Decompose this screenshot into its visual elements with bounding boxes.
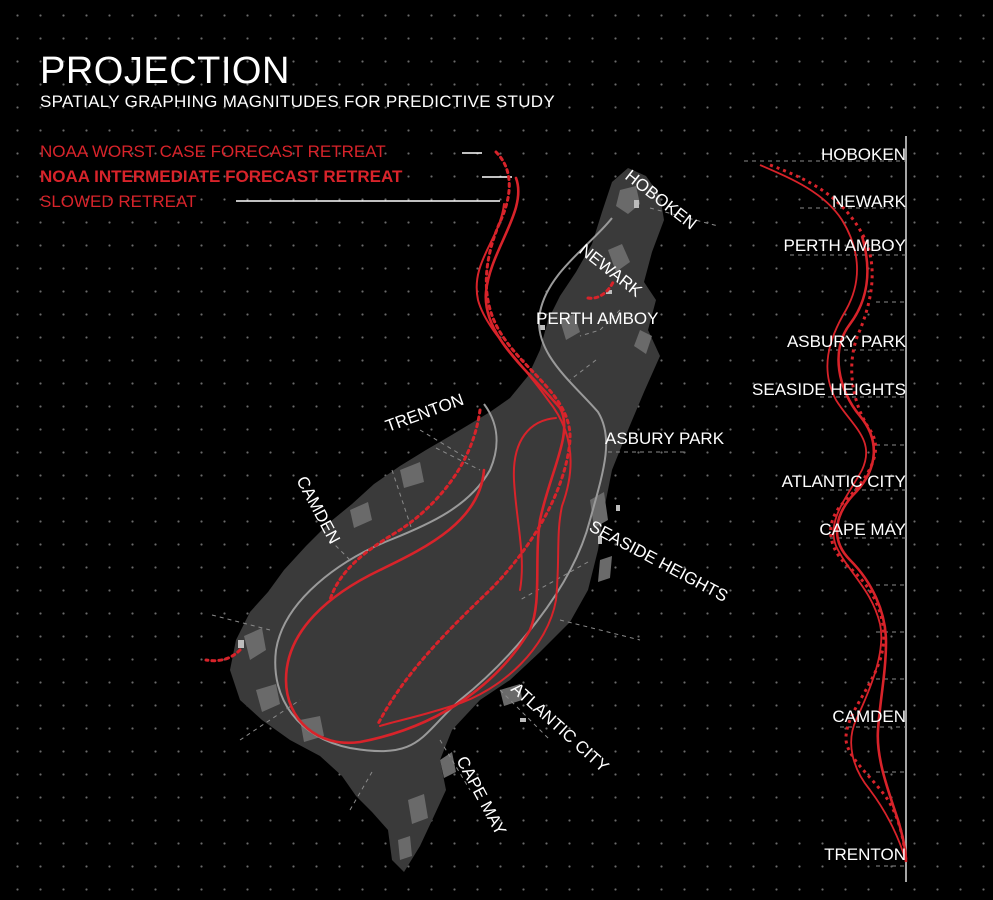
graph-label-seaside-heights: SEASIDE HEIGHTS — [752, 380, 906, 399]
intermediate-line-graph — [835, 235, 908, 863]
worst-case-newark-line — [586, 278, 616, 300]
graph-label-perth-amboy: PERTH AMBOY — [784, 236, 907, 255]
worst-case-line-map — [376, 150, 572, 726]
coastal-land-mass — [230, 168, 664, 872]
graph-label-camden: CAMDEN — [832, 707, 906, 726]
graph-tick-lines — [744, 160, 906, 867]
land-texture — [244, 186, 652, 860]
legend-intermediate: NOAA INTERMEDIATE FORECAST RETREAT — [40, 167, 403, 186]
map-guide-lines — [211, 207, 719, 811]
map-label-atlantic-city: ATLANTIC CITY — [507, 679, 612, 776]
retreat-branch-map — [512, 417, 557, 591]
legend-worst-case: NOAA WORST CASE FORECAST RETREAT — [40, 142, 386, 161]
graph-label-hoboken: HOBOKEN — [821, 145, 906, 164]
worst-case-camden-line — [328, 408, 482, 602]
shoreline-line — [274, 217, 613, 753]
page-subtitle: SPATIALY GRAPHING MAGNITUDES FOR PREDICT… — [40, 92, 556, 111]
land-highlights — [238, 200, 639, 722]
map-label-cape-may: CAPE MAY — [452, 753, 509, 838]
page-title: PROJECTION — [40, 50, 290, 92]
worst-case-trenton-line — [204, 648, 242, 663]
graph-label-trenton: TRENTON — [824, 845, 906, 864]
legend-slowed: SLOWED RETREAT — [40, 192, 197, 211]
land-body — [230, 168, 664, 872]
worst-case-line-graph — [769, 163, 908, 863]
legend-leaders — [236, 152, 512, 202]
retreat-lines-map — [204, 150, 616, 745]
map-label-trenton: TRENTON — [383, 390, 466, 436]
graph-label-asbury-park: ASBURY PARK — [787, 332, 907, 351]
graph-label-atlantic-city: ATLANTIC CITY — [782, 472, 906, 491]
profile-graph — [744, 136, 908, 882]
slowed-line-graph — [759, 164, 907, 863]
graph-label-cape-may: CAPE MAY — [819, 520, 906, 539]
map-label-asbury-park: ASBURY PARK — [605, 429, 725, 448]
slowed-line-map — [379, 203, 572, 727]
map-label-perth-amboy: PERTH AMBOY — [536, 309, 659, 328]
graph-label-newark: NEWARK — [832, 192, 907, 211]
